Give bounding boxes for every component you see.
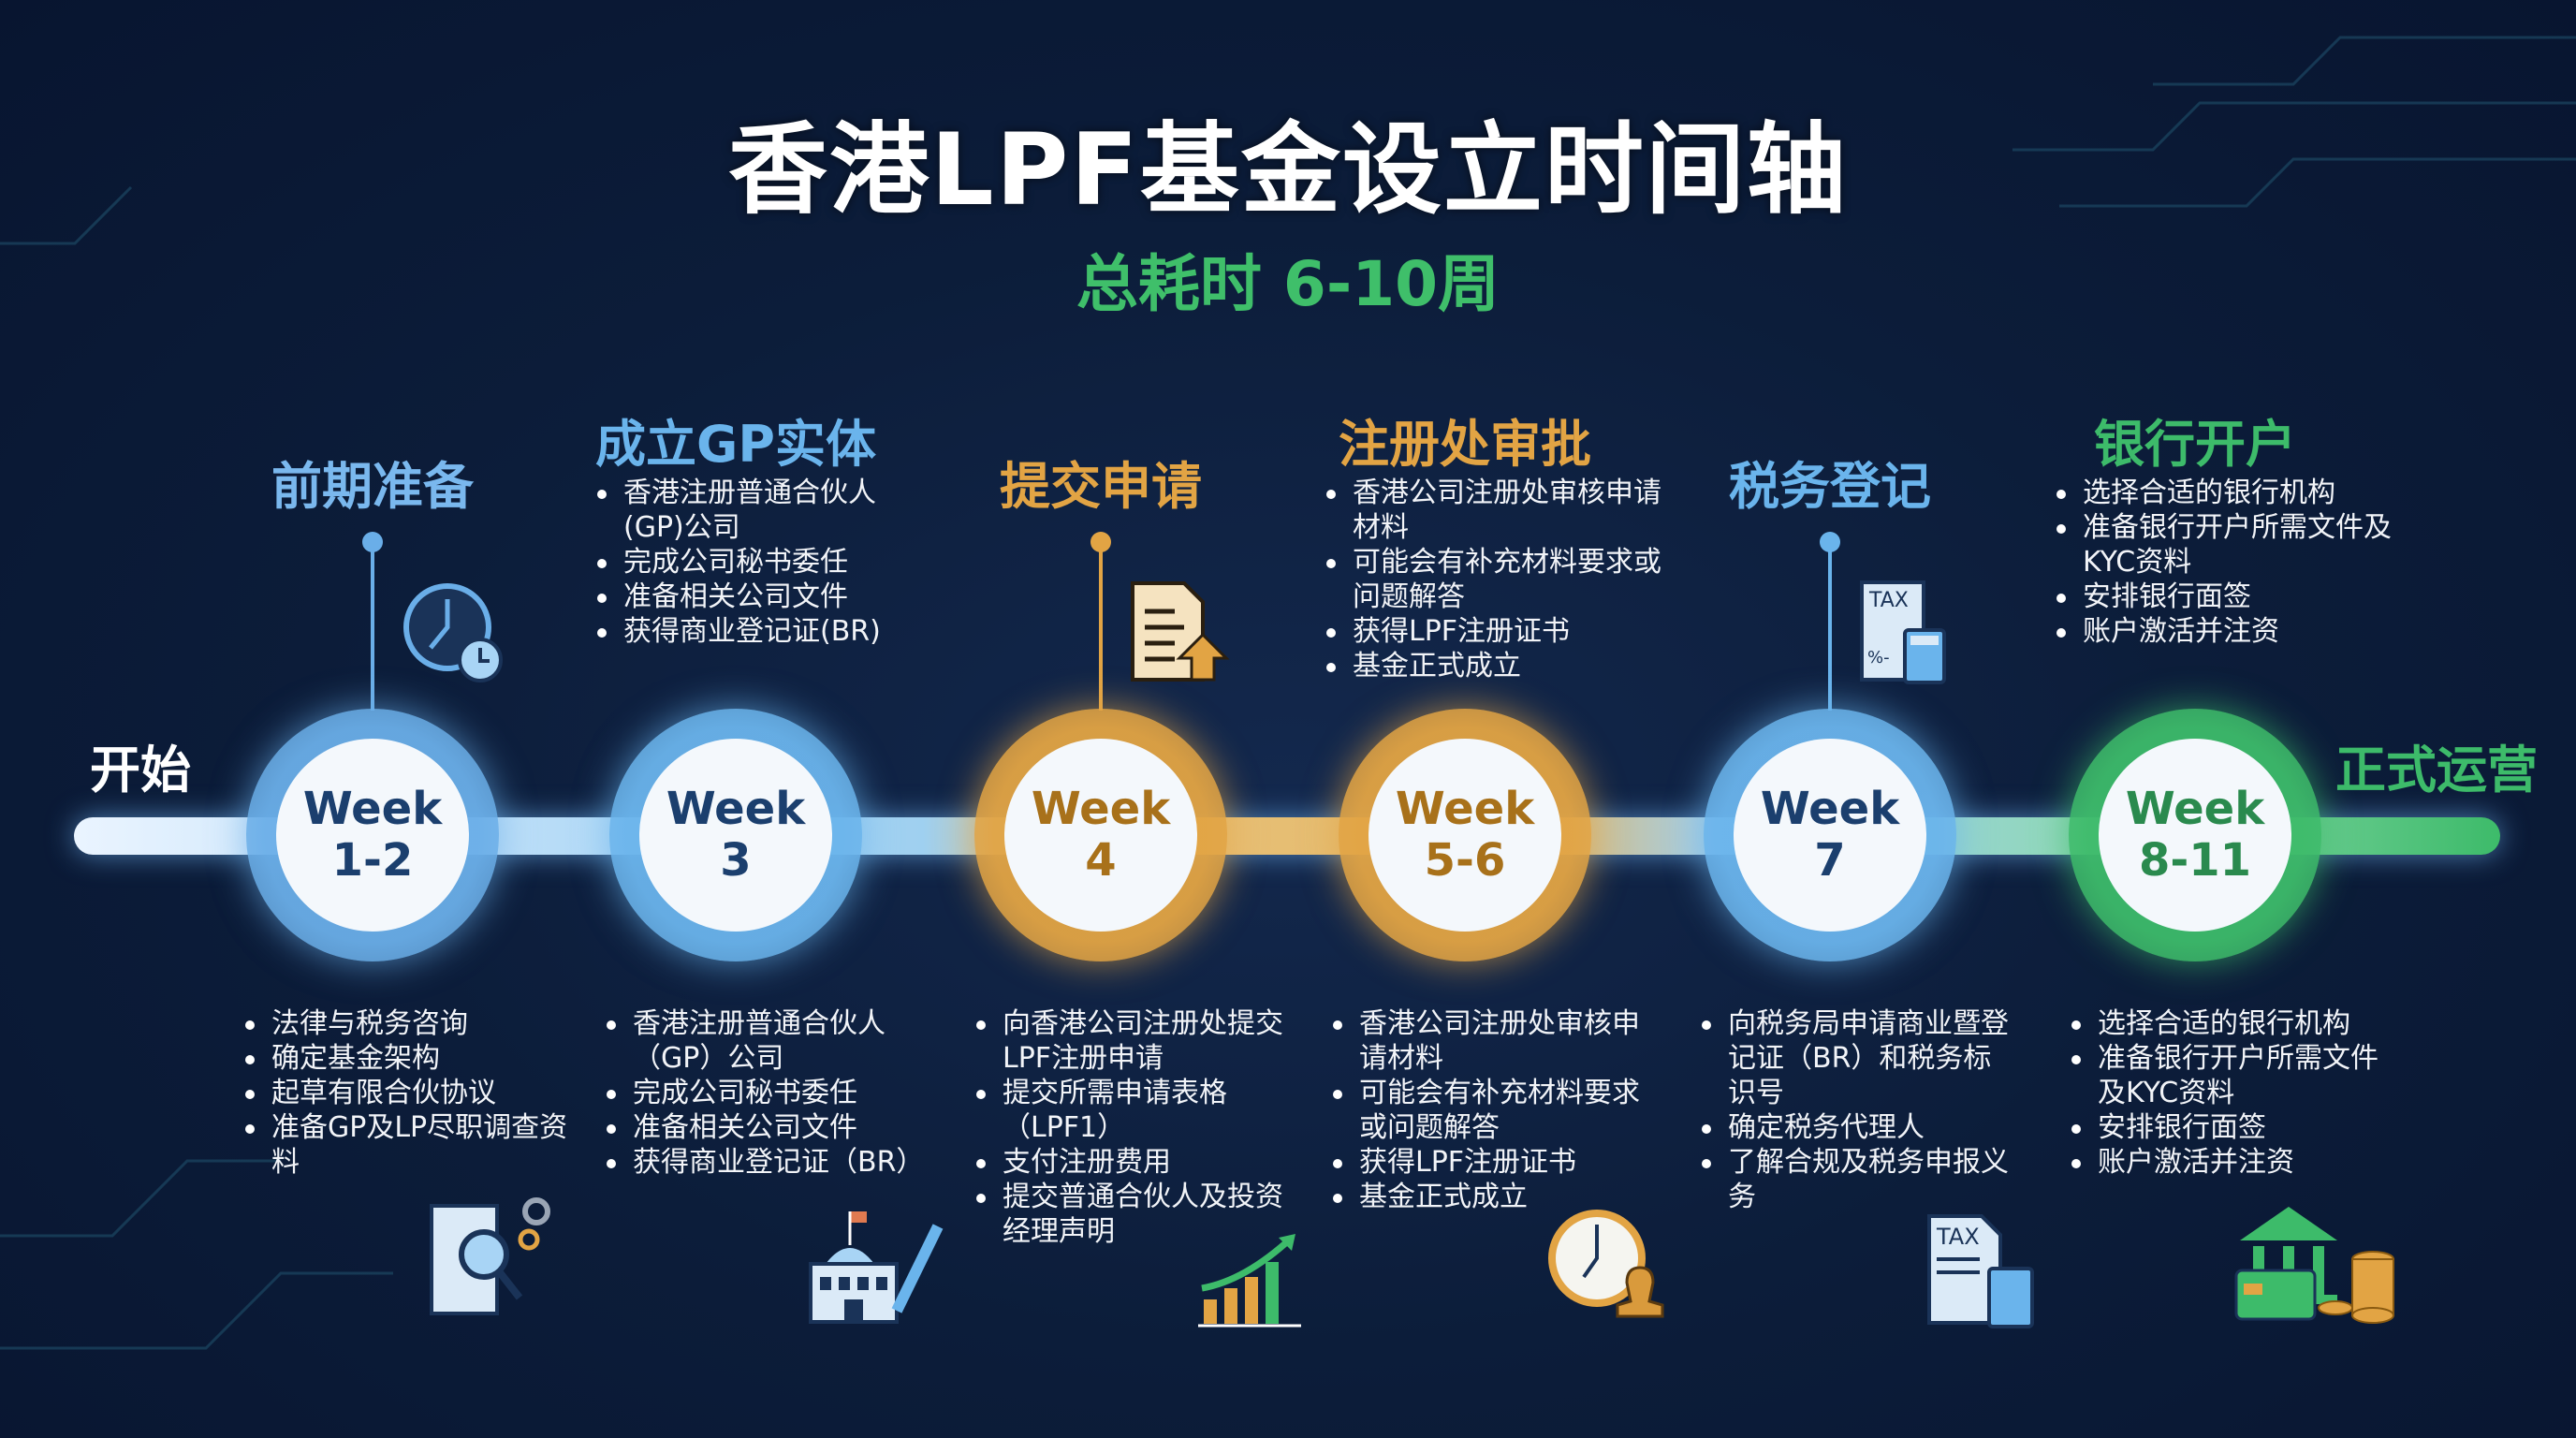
bullet-item: 准备相关公司文件 bbox=[605, 1110, 932, 1145]
phase-top-bullets: 香港注册普通合伙人(GP)公司完成公司秘书委任准备相关公司文件获得商业登记证(B… bbox=[595, 476, 932, 649]
bullet-item: 支付注册费用 bbox=[974, 1145, 1302, 1180]
bullet-item: 获得LPF注册证书 bbox=[1331, 1145, 1659, 1180]
bullet-item: 完成公司秘书委任 bbox=[605, 1076, 932, 1110]
bullet-item: 提交所需申请表格（LPF1） bbox=[974, 1076, 1302, 1145]
phase-top-bullets: 选择合适的银行机构准备银行开户所需文件及KYC资料安排银行面签账户激活并注资 bbox=[2055, 476, 2392, 649]
clock-icon bbox=[403, 583, 503, 682]
tax-calculator-icon: TAX %- bbox=[1860, 580, 1946, 684]
phase-bottom-bullets: 向香港公司注册处提交LPF注册申请提交所需申请表格（LPF1）支付注册费用提交普… bbox=[974, 1006, 1302, 1249]
pin-dot bbox=[362, 532, 383, 552]
bullet-item: 确定基金架构 bbox=[243, 1041, 571, 1076]
bullet-item: 香港公司注册处审核申请材料 bbox=[1331, 1006, 1659, 1076]
week-range: 1-2 bbox=[331, 834, 414, 887]
bullet-item: 提交普通合伙人及投资经理声明 bbox=[974, 1180, 1302, 1249]
bullet-item: 准备相关公司文件 bbox=[595, 580, 932, 614]
phase-bottom-bullets: 法律与税务咨询确定基金架构起草有限合伙协议准备GP及LP尽职调查资料 bbox=[243, 1006, 571, 1180]
phase-title: 税务登记 bbox=[1729, 457, 1931, 516]
tax-text: TAX bbox=[1868, 589, 1909, 612]
end-label: 正式运营 bbox=[2335, 741, 2538, 800]
bullet-item: 安排银行面签 bbox=[2070, 1110, 2397, 1145]
week-range: 5-6 bbox=[1424, 834, 1506, 887]
start-label: 开始 bbox=[90, 741, 191, 800]
percent-text: %- bbox=[1867, 648, 1890, 668]
bullet-item: 向香港公司注册处提交LPF注册申请 bbox=[974, 1006, 1302, 1076]
week-label: Week bbox=[1031, 782, 1171, 835]
clock-stamp-icon bbox=[1548, 1210, 1664, 1318]
phase-bottom-bullets: 香港注册普通合伙人（GP）公司完成公司秘书委任准备相关公司文件获得商业登记证（B… bbox=[605, 1006, 932, 1180]
bullet-item: 向税务局申请商业暨登记证（BR）和税务标识号 bbox=[1700, 1006, 2009, 1110]
phase-title: 银行开户 bbox=[2094, 415, 2296, 474]
bullet-item: 可能会有补充材料要求或问题解答 bbox=[1325, 545, 1661, 614]
bullet-item: 账户激活并注资 bbox=[2055, 614, 2392, 649]
bullet-item: 获得商业登记证（BR） bbox=[605, 1145, 932, 1180]
bullet-item: 香港注册普通合伙人（GP）公司 bbox=[605, 1006, 932, 1076]
total-duration: 总耗时 6-10周 bbox=[1076, 248, 1500, 320]
bullet-item: 准备GP及LP尽职调查资料 bbox=[243, 1110, 571, 1180]
week-label: Week bbox=[2125, 782, 2265, 835]
bullet-item: 选择合适的银行机构 bbox=[2055, 476, 2392, 510]
bank-coins-icon bbox=[2234, 1207, 2394, 1324]
bullet-item: 选择合适的银行机构 bbox=[2070, 1006, 2397, 1041]
bullet-item: 准备银行开户所需文件及KYC资料 bbox=[2055, 510, 2392, 580]
tax-text: TAX bbox=[1936, 1224, 1980, 1250]
pin-dot bbox=[1090, 532, 1111, 552]
week-range: 8-11 bbox=[2138, 834, 2252, 887]
bullet-item: 可能会有补充材料要求或问题解答 bbox=[1331, 1076, 1659, 1145]
bullet-item: 香港公司注册处审核申请材料 bbox=[1325, 476, 1661, 545]
government-building-icon bbox=[809, 1211, 944, 1324]
phase-title: 提交申请 bbox=[1000, 457, 1202, 516]
phase-bottom-bullets: 香港公司注册处审核申请材料可能会有补充材料要求或问题解答获得LPF注册证书基金正… bbox=[1331, 1006, 1659, 1214]
phase-bottom-bullets: 选择合适的银行机构准备银行开户所需文件及KYC资料安排银行面签账户激活并注资 bbox=[2070, 1006, 2397, 1180]
bullet-item: 基金正式成立 bbox=[1331, 1180, 1659, 1214]
pin-line bbox=[1820, 532, 1840, 711]
phase-bottom-bullets: 向税务局申请商业暨登记证（BR）和税务标识号确定税务代理人了解合规及税务申报义务 bbox=[1700, 1006, 2009, 1214]
week-range: 4 bbox=[1085, 834, 1117, 887]
week-label: Week bbox=[302, 782, 443, 835]
phase-title: 成立GP实体 bbox=[595, 415, 876, 474]
bullet-item: 起草有限合伙协议 bbox=[243, 1076, 571, 1110]
week-range: 7 bbox=[1814, 834, 1846, 887]
bullet-item: 安排银行面签 bbox=[2055, 580, 2392, 614]
pin-line bbox=[1090, 532, 1111, 711]
bullet-item: 了解合规及税务申报义务 bbox=[1700, 1145, 2009, 1214]
week-range: 3 bbox=[720, 834, 752, 887]
bullet-item: 完成公司秘书委任 bbox=[595, 545, 932, 580]
phase-title: 前期准备 bbox=[271, 457, 474, 516]
bullet-item: 准备银行开户所需文件及KYC资料 bbox=[2070, 1041, 2397, 1110]
phase-top-bullets: 香港公司注册处审核申请材料可能会有补充材料要求或问题解答获得LPF注册证书基金正… bbox=[1325, 476, 1661, 683]
bullet-item: 获得商业登记证(BR) bbox=[595, 614, 932, 649]
bullet-item: 获得LPF注册证书 bbox=[1325, 614, 1661, 649]
bullet-item: 法律与税务咨询 bbox=[243, 1006, 571, 1041]
phase-title: 注册处审批 bbox=[1339, 415, 1591, 474]
bullet-item: 香港注册普通合伙人(GP)公司 bbox=[595, 476, 932, 545]
growth-chart-icon bbox=[1198, 1234, 1301, 1328]
bullet-item: 账户激活并注资 bbox=[2070, 1145, 2397, 1180]
pin-line bbox=[362, 532, 383, 711]
page-title: 香港LPF基金设立时间轴 bbox=[728, 112, 1848, 227]
document-search-icon bbox=[430, 1197, 550, 1315]
tax-form-icon: TAX bbox=[1927, 1214, 2034, 1328]
week-label: Week bbox=[666, 782, 806, 835]
pin-dot bbox=[1820, 532, 1840, 552]
week-label: Week bbox=[1395, 782, 1535, 835]
bullet-item: 确定税务代理人 bbox=[1700, 1110, 2009, 1145]
week-label: Week bbox=[1760, 782, 1900, 835]
document-upload-icon bbox=[1131, 581, 1230, 682]
bullet-item: 基金正式成立 bbox=[1325, 649, 1661, 683]
